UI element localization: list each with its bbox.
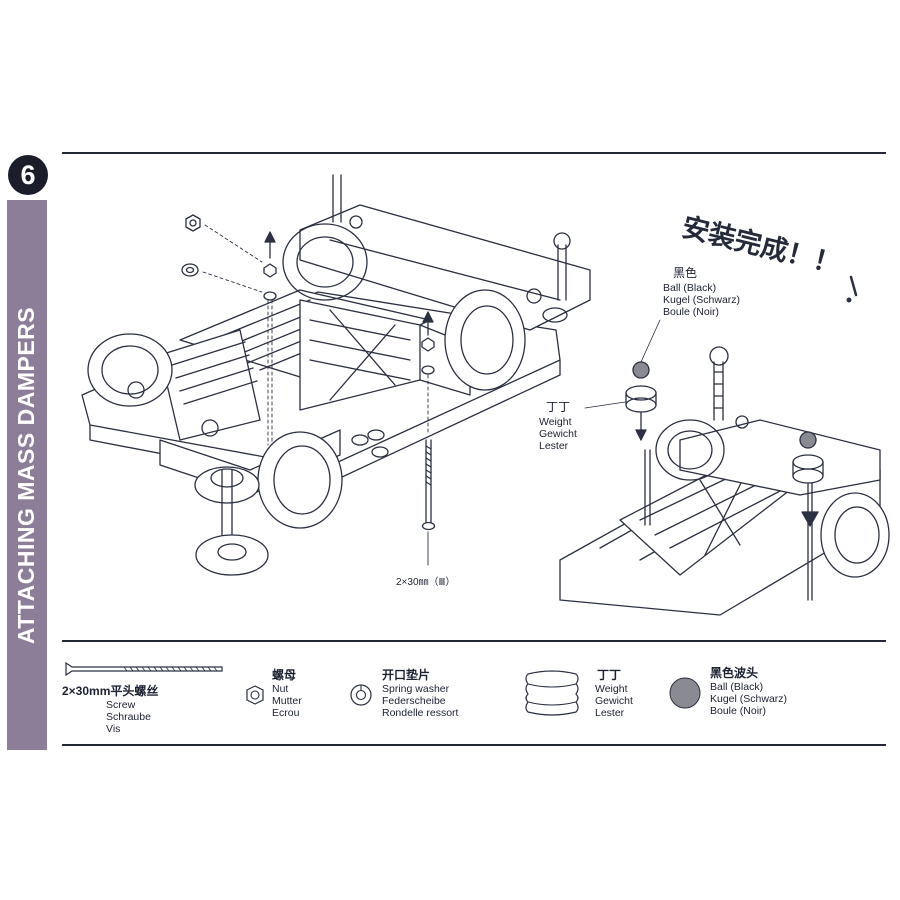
part-screw-line-3: Vis <box>106 723 121 735</box>
part-screw-line-1: Screw <box>106 699 136 711</box>
part-ball-line-1: Ball (Black) <box>710 681 764 693</box>
part-nut-cn: 螺母 <box>272 668 297 682</box>
ball-callout-line-3: Boule (Noir) <box>663 306 720 318</box>
part-weight-line-1: Weight <box>595 683 628 695</box>
part-washer-line-1: Spring washer <box>382 683 450 695</box>
part-nut-line-2: Mutter <box>272 695 302 707</box>
part-screw-cn: 2×30mm平头螺丝 <box>62 684 159 698</box>
top-rule <box>62 152 886 154</box>
part-ball-cn: 黑色波头 <box>710 666 759 680</box>
part-weight-line-3: Lester <box>595 707 625 719</box>
parts-top-rule <box>62 640 886 642</box>
assembly-illustration <box>81 174 890 616</box>
weight-callout-cn: 丁丁 <box>546 400 571 414</box>
parts-legend: 2×30mm平头螺丝 Screw Schraube Vis 螺母 Nut Mut… <box>62 640 886 746</box>
step-number: 6 <box>20 159 36 190</box>
part-nut-line-1: Nut <box>272 683 289 695</box>
parts-bottom-rule <box>62 744 886 746</box>
weight-callout-line-1: Weight <box>539 416 572 428</box>
weight-callout-line-2: Gewicht <box>539 428 577 440</box>
part-washer-cn: 开口垫片 <box>382 668 431 682</box>
part-washer-line-3: Rondelle ressort <box>382 707 459 719</box>
part-weight-line-2: Gewicht <box>595 695 633 707</box>
part-ball-line-2: Kugel (Schwarz) <box>710 693 788 705</box>
ball-callout-line-2: Kugel (Schwarz) <box>663 294 741 306</box>
weight-icon <box>525 670 579 716</box>
screw-icon <box>65 662 223 676</box>
completed-detail-view <box>559 319 890 616</box>
part-nut-line-3: Ecrou <box>272 707 300 719</box>
exclamation-marks <box>846 275 858 303</box>
nut-icon <box>246 685 264 705</box>
part-ball-line-3: Boule (Noir) <box>710 705 767 717</box>
ball-callout-cn: 黑色 <box>673 266 698 280</box>
spring-washer-icon <box>350 684 372 706</box>
part-washer-line-2: Federscheibe <box>382 695 446 707</box>
part-screw-line-2: Schraube <box>106 711 151 723</box>
part-weight-cn: 丁丁 <box>597 668 622 682</box>
section-tab: ATTACHING MASS DAMPERS <box>7 200 47 750</box>
section-title: ATTACHING MASS DAMPERS <box>13 306 40 644</box>
ball-icon <box>669 677 701 709</box>
chassis-main-view <box>81 174 591 576</box>
ball-callout-line-1: Ball (Black) <box>663 282 717 294</box>
screw-size-note: 2×30㎜（Ⅲ） <box>396 577 456 588</box>
step-number-badge: 6 <box>8 155 48 195</box>
weight-callout-line-3: Lester <box>539 440 569 452</box>
